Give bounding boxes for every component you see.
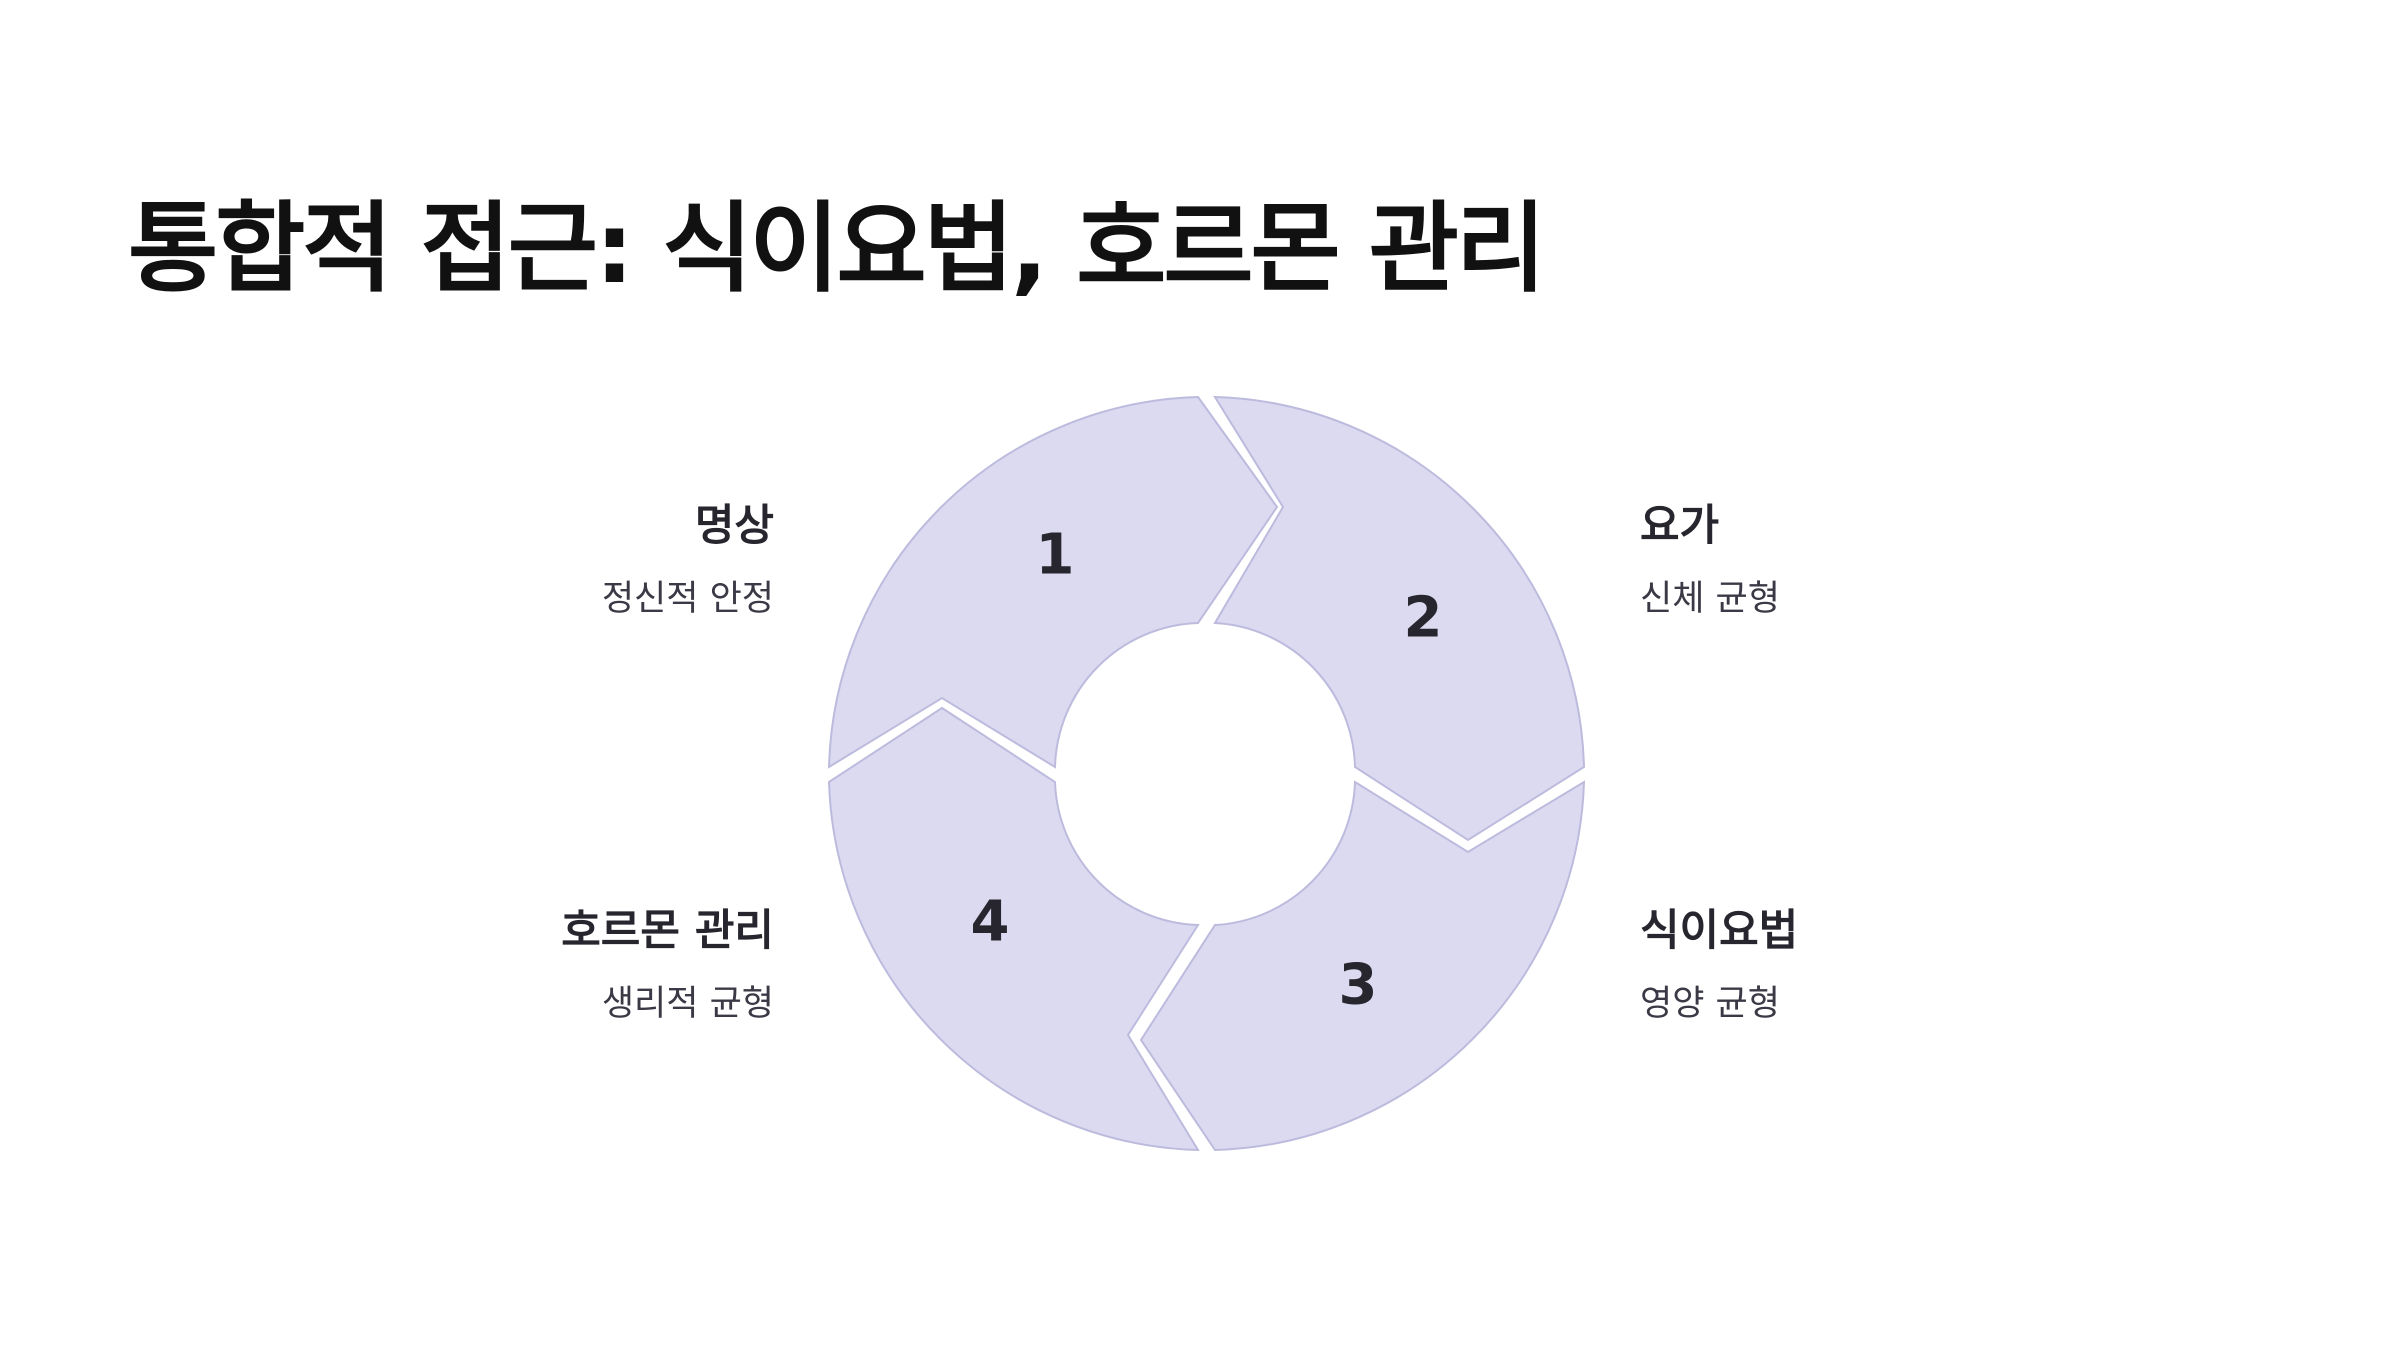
step-label-2: 요가 신체 균형 [1640,505,2060,617]
cycle-segment-1 [827,395,1279,769]
cycle-number-1: 1 [1036,523,1075,588]
step-description-1: 정신적 안정 [601,579,774,619]
page-title: 통합적 접근: 식이요법, 호르몬 관리 [128,192,1546,306]
cycle-number-3: 3 [1339,953,1378,1018]
step-title-2: 요가 [1640,501,1720,551]
cycle-segment-3 [1139,780,1586,1152]
step-label-4: 호르몬 관리 생리적 균형 [354,910,774,1022]
step-title-1: 명상 [694,501,774,551]
step-description-3: 영양 균형 [1640,984,1780,1024]
step-description-2: 신체 균형 [1640,579,1780,619]
cycle-segment-4 [827,706,1200,1152]
cycle-number-2: 2 [1404,586,1443,651]
cycle-number-4: 4 [971,890,1010,955]
step-description-4: 생리적 균형 [601,984,774,1024]
step-label-3: 식이요법 영양 균형 [1640,910,2060,1022]
cycle-segment-2 [1213,395,1586,842]
step-title-4: 호르몬 관리 [561,906,774,956]
step-title-3: 식이요법 [1640,906,1799,956]
step-label-1: 명상 정신적 안정 [354,505,774,617]
